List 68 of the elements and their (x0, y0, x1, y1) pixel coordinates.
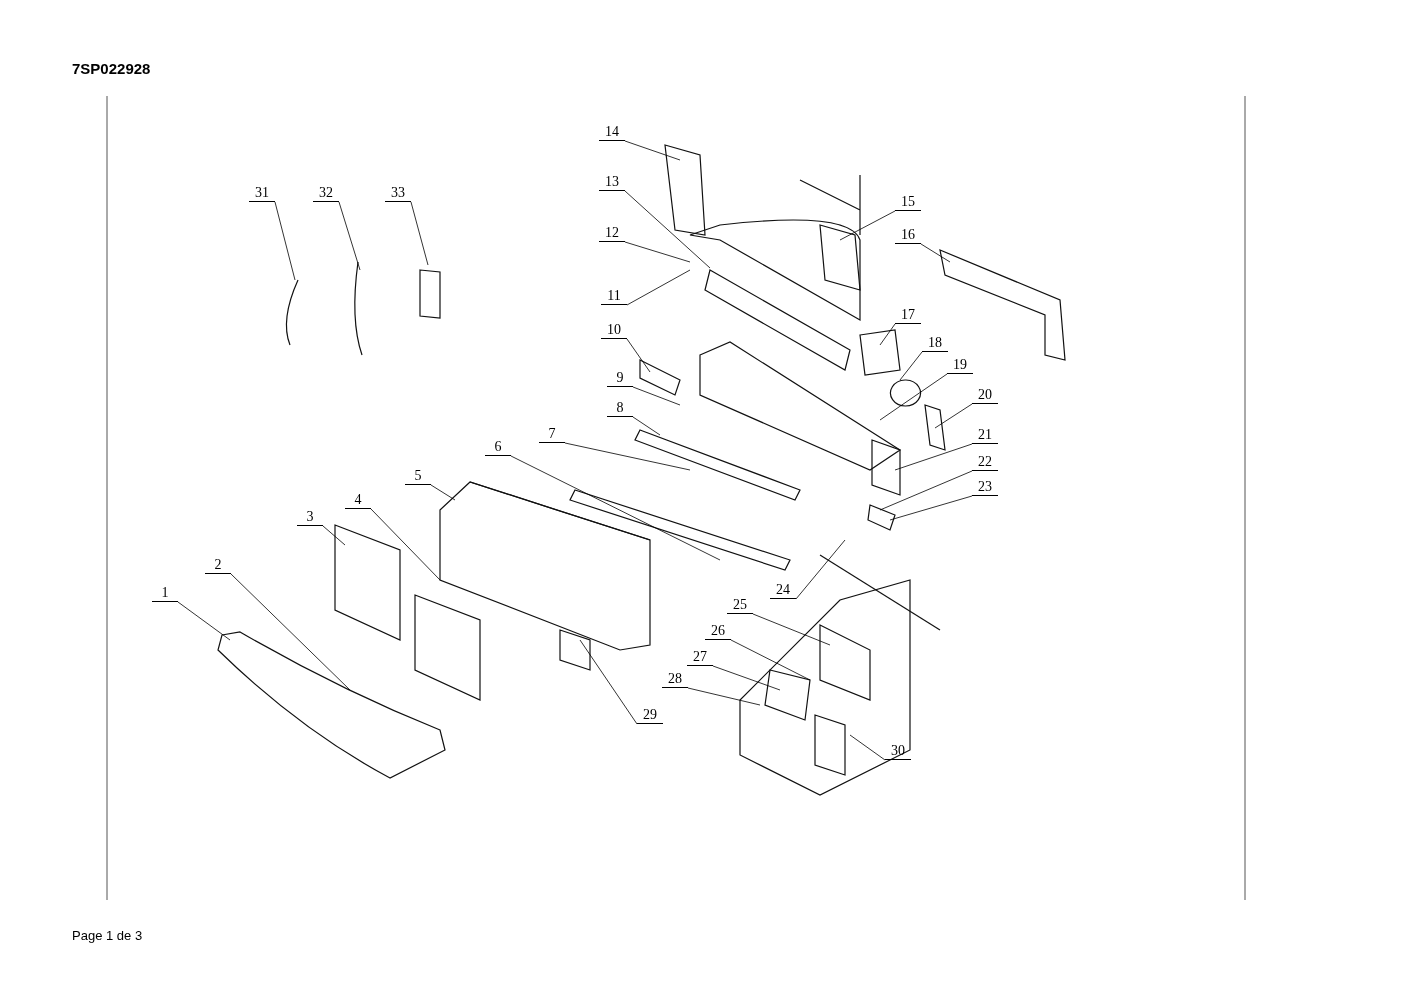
callout-number: 1 (152, 585, 178, 602)
leader-line (839, 210, 896, 241)
leader-line (795, 539, 846, 600)
leader-line (624, 190, 711, 269)
leader-line (177, 601, 231, 641)
leader-line (849, 734, 886, 761)
callout-number: 19 (947, 357, 973, 374)
leader-line (626, 338, 651, 373)
leader-line (712, 665, 781, 691)
leader-line (338, 201, 361, 271)
leader-line (626, 269, 691, 306)
callout-number: 22 (972, 454, 998, 471)
leader-line (510, 455, 721, 561)
callout-number: 6 (485, 439, 511, 456)
callout-number: 29 (637, 707, 663, 724)
callout-number: 5 (405, 468, 431, 485)
callout-number: 31 (249, 185, 275, 202)
leader-line (879, 323, 896, 346)
callout-number: 20 (972, 387, 998, 404)
callout-number: 21 (972, 427, 998, 444)
leader-line (322, 525, 346, 546)
callout-number: 14 (599, 124, 625, 141)
leader-line (879, 470, 973, 511)
leader-line (624, 241, 691, 263)
page-title: 7SP022928 (72, 60, 151, 77)
callout-number: 7 (539, 426, 565, 443)
callout-number: 33 (385, 185, 411, 202)
leader-line (920, 243, 951, 263)
leader-line (687, 687, 761, 706)
callout-number: 27 (687, 649, 713, 666)
leader-line (752, 613, 831, 646)
leader-line (410, 201, 429, 266)
leader-line (430, 484, 456, 501)
leader-line (624, 140, 681, 161)
leader-line (564, 442, 691, 471)
callout-number: 23 (972, 479, 998, 496)
callout-number: 28 (662, 671, 688, 688)
callout-number: 25 (727, 597, 753, 614)
leader-line (274, 201, 296, 281)
leader-line (730, 639, 811, 681)
leader-line (879, 373, 948, 421)
leader-line (632, 416, 661, 436)
callout-number: 32 (313, 185, 339, 202)
callout-number: 9 (607, 370, 633, 387)
callout-number: 17 (895, 307, 921, 324)
leader-line (370, 508, 441, 581)
leader-line (889, 495, 973, 521)
leader-line (579, 639, 638, 725)
leader-line (894, 443, 973, 471)
callout-number: 12 (599, 225, 625, 242)
callout-number: 18 (922, 335, 948, 352)
callout-number: 4 (345, 492, 371, 509)
leader-line (934, 403, 973, 429)
page-footer: Page 1 de 3 (72, 928, 143, 943)
callout-number: 16 (895, 227, 921, 244)
callout-number: 10 (601, 322, 627, 339)
leader-line (632, 386, 681, 406)
leader-line (899, 351, 923, 381)
leader-line (230, 573, 351, 691)
callout-number: 11 (601, 288, 627, 305)
callout-number: 15 (895, 194, 921, 211)
callout-number: 26 (705, 623, 731, 640)
callout-number: 8 (607, 400, 633, 417)
callout-number: 24 (770, 582, 796, 599)
callout-number: 30 (885, 743, 911, 760)
callout-number: 2 (205, 557, 231, 574)
callout-number: 13 (599, 174, 625, 191)
callout-number: 3 (297, 509, 323, 526)
